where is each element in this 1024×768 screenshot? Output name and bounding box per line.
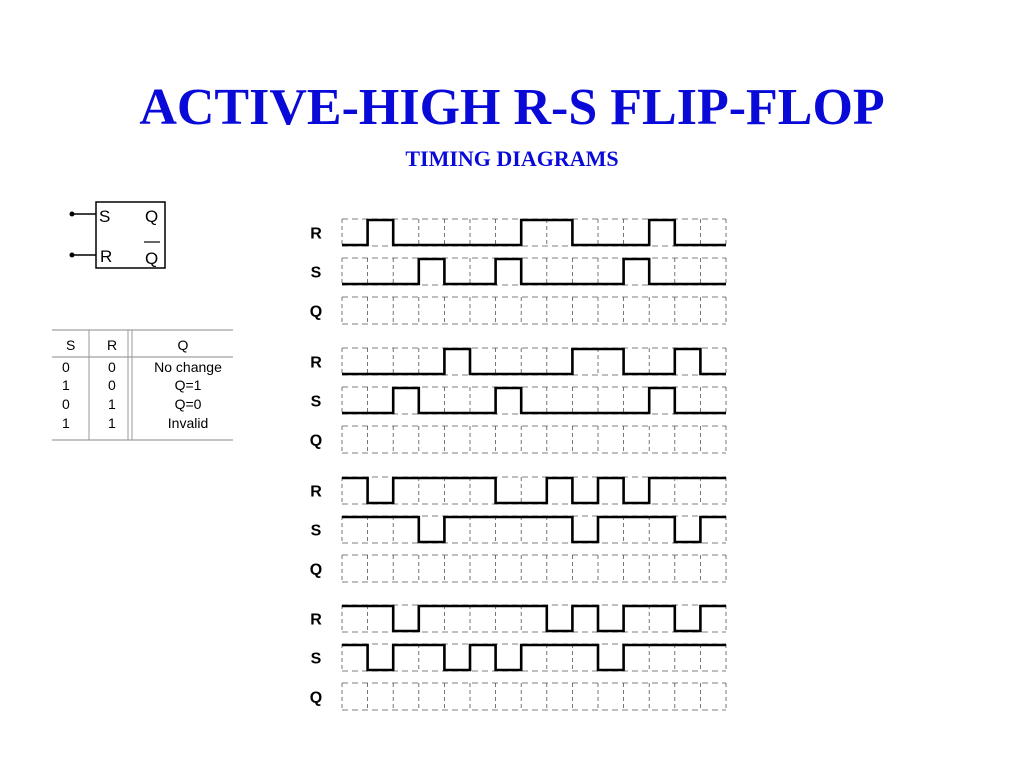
page-subtitle: TIMING DIAGRAMS	[405, 146, 619, 171]
flip-flop-symbol: S Q R Q	[69, 201, 166, 269]
table-header-r: R	[107, 337, 117, 353]
signal-label: R	[310, 355, 322, 372]
table-header-s: S	[66, 337, 75, 353]
table-cell: 1	[108, 396, 116, 412]
table-cell: 0	[108, 359, 116, 375]
waveform-r	[342, 476, 726, 505]
table-cell: 0	[62, 396, 70, 412]
flip-flop-box	[95, 201, 166, 269]
signal-label: Q	[310, 433, 322, 450]
table-cell: 1	[62, 377, 70, 393]
table-header-q: Q	[178, 337, 189, 353]
signal-label: S	[311, 523, 322, 540]
table-cell: No change	[154, 359, 222, 375]
waveform-s	[342, 515, 726, 544]
table-cell: Q=0	[175, 396, 202, 412]
table-cell: 0	[62, 359, 70, 375]
signal-label: S	[311, 651, 322, 668]
timing-waveforms: R S Q R S Q R S Q R S Q	[310, 218, 727, 711]
table-cell: 1	[108, 415, 116, 431]
pin-label-s: S	[99, 207, 110, 226]
truth-table: S R Q 0 0 No change 1 0 Q=1 0 1 Q=0 1 1 …	[52, 329, 233, 441]
table-cell: 1	[62, 415, 70, 431]
table-cell: Q=1	[175, 377, 202, 393]
table-cell: 0	[108, 377, 116, 393]
signal-label: R	[310, 226, 322, 243]
waveform-s	[342, 643, 726, 672]
page-title: ACTIVE-HIGH R-S FLIP-FLOP	[139, 79, 885, 136]
signal-label: R	[310, 484, 322, 501]
waveform-s	[342, 386, 726, 415]
waveform-r	[342, 347, 726, 376]
signal-label: S	[311, 265, 322, 282]
signal-label: Q	[310, 304, 322, 321]
signal-label: R	[310, 612, 322, 629]
table-cell: Invalid	[168, 415, 208, 431]
pin-label-q-bar: Q	[145, 249, 158, 268]
waveform-r	[342, 604, 726, 633]
pin-label-r: R	[100, 247, 112, 266]
pin-label-q: Q	[145, 207, 158, 226]
waveform-r	[342, 218, 726, 247]
signal-label: S	[311, 394, 322, 411]
signal-label: Q	[310, 690, 322, 707]
waveform-s	[342, 257, 726, 286]
signal-label: Q	[310, 562, 322, 579]
